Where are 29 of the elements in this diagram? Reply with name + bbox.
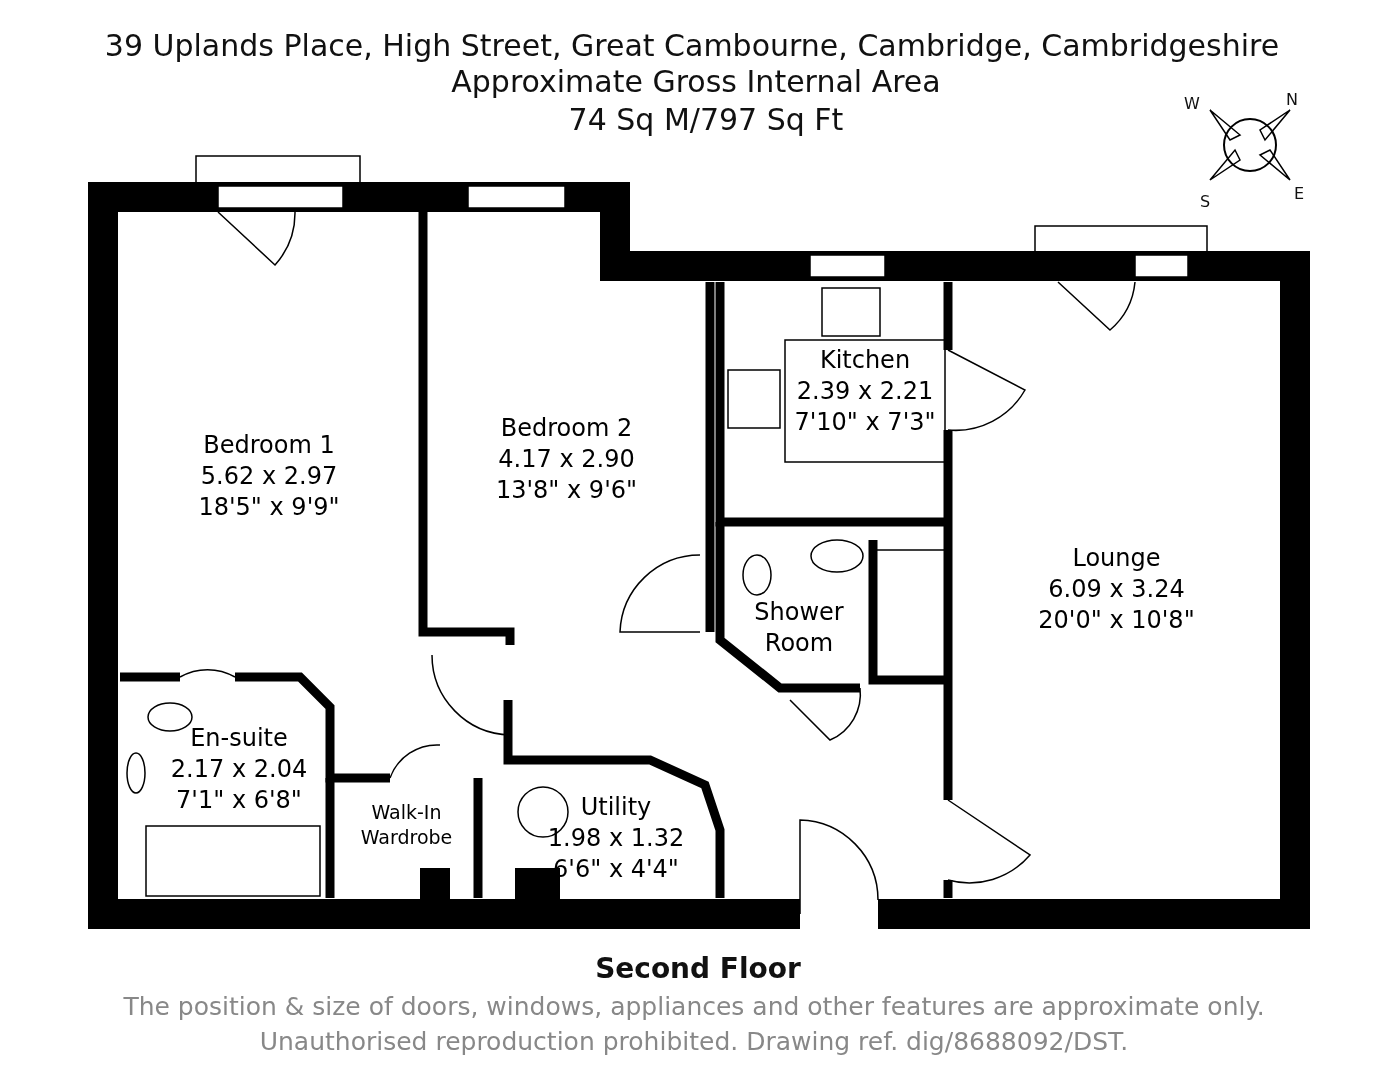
compass-letter: S: [1199, 192, 1211, 211]
floor-name: Second Floor: [595, 952, 801, 985]
address-title: 39 Uplands Place, High Street, Great Cambourne, Cambridge, Cambridgeshire: [104, 28, 1280, 63]
room-dimensions: 7'1" x 6'8": [175, 785, 303, 816]
area-heading: Approximate Gross Internal Area: [451, 64, 941, 99]
room-dimensions: 2.17 x 2.04: [169, 754, 309, 785]
compass-letter: N: [1286, 90, 1298, 109]
room-name: Lounge: [1071, 543, 1162, 574]
area-value: 74 Sq M/797 Sq Ft: [568, 102, 844, 137]
room-name: Walk-In Wardrobe: [359, 800, 454, 850]
compass-letter: E: [1293, 184, 1305, 203]
compass-letter: W: [1184, 94, 1200, 113]
room-dimensions: 4.17 x 2.90: [497, 444, 636, 475]
room-dimensions: 6.09 x 3.24: [1047, 574, 1186, 605]
disclaimer-note: The position & size of doors, windows, appliances and other features are approximate only.: [123, 992, 1265, 1021]
room-name: Shower Room: [753, 597, 845, 659]
room-name: Utility: [579, 792, 653, 823]
room-dimensions: 2.39 x 2.21: [795, 376, 935, 407]
room-dimensions: 7'10" x 7'3": [793, 407, 937, 438]
room-name: Bedroom 2: [499, 413, 634, 444]
room-dimensions: 13'8" x 9'6": [494, 475, 639, 506]
room-dimensions: 20'0" x 10'8": [1037, 605, 1196, 636]
room-dimensions: 5.62 x 2.97: [199, 461, 339, 492]
room-dimensions: 1.98 x 1.32: [546, 823, 686, 854]
room-name: Bedroom 1: [202, 430, 336, 461]
room-name: En-suite: [189, 723, 289, 754]
copyright-note: Unauthorised reproduction prohibited. Drawing ref. dig/8688092/DST.: [259, 1027, 1129, 1056]
room-dimensions: 18'5" x 9'9": [197, 492, 341, 523]
room-name: Kitchen: [818, 345, 912, 376]
